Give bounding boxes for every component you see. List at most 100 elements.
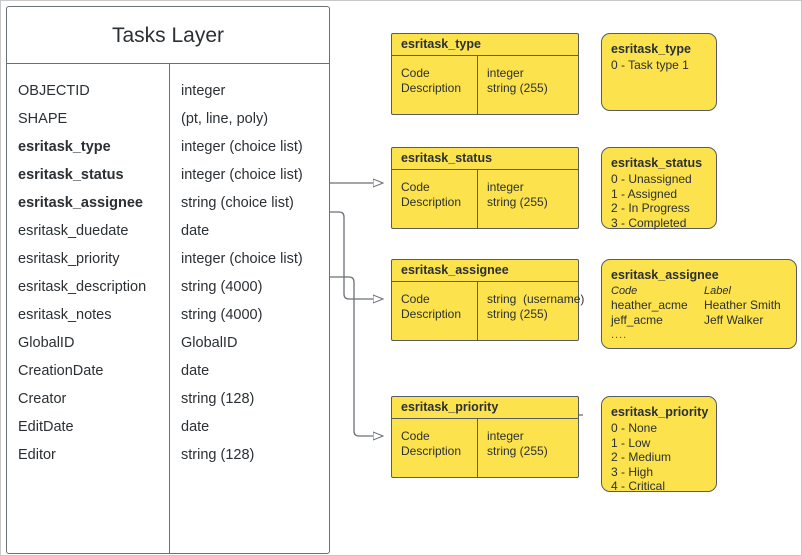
values-box-body: esritask_status 0 - Unassigned 1 - Assig… <box>602 148 716 230</box>
values-box-title: esritask_priority <box>611 405 709 419</box>
schema-col-types: integer string (255) <box>487 180 548 209</box>
field-name: EditDate <box>18 419 74 435</box>
values-box-line: 1 - Assigned <box>611 186 678 201</box>
field-list: OBJECTID integer SHAPE (pt, line, poly) … <box>7 77 329 469</box>
values-cell-label: Jeff Walker <box>704 313 764 327</box>
values-box-body: esritask_type 0 - Task type 1 <box>602 34 716 73</box>
field-name: esritask_type <box>18 139 111 155</box>
values-box-esritask-assignee: esritask_assignee Code Label heather_acme… <box>601 259 797 349</box>
connector-assignee <box>330 211 383 299</box>
table-row: Editor string (128) <box>7 441 329 469</box>
values-box-ellipsis: .... <box>611 329 628 341</box>
schema-box-divider <box>477 419 478 477</box>
entity-table-tasks-layer: Tasks Layer OBJECTID integer SHAPE (pt, … <box>6 6 330 554</box>
values-box-body: esritask_priority 0 - None 1 - Low 2 - M… <box>602 397 716 494</box>
field-type: GlobalID <box>181 335 238 351</box>
schema-box-title: esritask_type <box>392 34 578 56</box>
values-box-title: esritask_status <box>611 156 703 170</box>
table-row: SHAPE (pt, line, poly) <box>7 105 329 133</box>
values-box-esritask-priority: esritask_priority 0 - None 1 - Low 2 - M… <box>601 396 717 494</box>
values-box-line: 1 - Low <box>611 435 651 450</box>
schema-box-divider <box>477 282 478 340</box>
values-cell-label: Heather Smith <box>704 298 781 312</box>
field-name: Creator <box>18 391 67 407</box>
values-box-line: 3 - High <box>611 464 654 479</box>
field-name: CreationDate <box>18 363 104 379</box>
schema-col-names: Code Description <box>401 180 462 209</box>
schema-col-names: Code Description <box>401 429 462 458</box>
values-box-title: esritask_type <box>611 42 691 56</box>
schema-box-columns: Code Description integer string (255) <box>392 56 578 114</box>
table-row: CreationDate date <box>7 357 329 385</box>
values-col-header-label: Label <box>704 285 731 297</box>
field-type: string (choice list) <box>181 195 294 211</box>
schema-col-names: Code Description <box>401 292 462 321</box>
field-name: GlobalID <box>18 335 75 351</box>
field-name: esritask_notes <box>18 307 112 323</box>
values-box-line: 0 - Unassigned <box>611 172 692 186</box>
table-row: esritask_notes string (4000) <box>7 301 329 329</box>
values-cell-code: jeff_acme <box>611 313 663 327</box>
field-type: string (4000) <box>181 307 263 323</box>
schema-box-columns: Code Description integer string (255) <box>392 419 578 477</box>
table-row: esritask_assignee string (choice list) <box>7 189 329 217</box>
values-box-title: esritask_assignee <box>611 268 719 282</box>
field-name: esritask_assignee <box>18 195 143 211</box>
values-box-line: 2 - Medium <box>611 450 672 464</box>
table-row: esritask_duedate date <box>7 217 329 245</box>
field-type: date <box>181 363 210 379</box>
field-type: date <box>181 419 210 435</box>
page-title: Tasks Layer <box>7 7 329 64</box>
schema-box-title: esritask_assignee <box>392 260 578 282</box>
schema-box-esritask-assignee: esritask_assignee Code Description strin… <box>391 259 584 341</box>
table-row: esritask_priority integer (choice list) <box>7 245 329 273</box>
schema-box-esritask-priority: esritask_priority Code Description integ… <box>391 396 579 478</box>
values-box-line: 2 - In Progress <box>611 201 690 215</box>
values-box-row: heather_acme Heather Smith <box>611 298 787 313</box>
values-box-row: jeff_acme Jeff Walker <box>611 313 787 328</box>
table-row: esritask_description string (4000) <box>7 273 329 301</box>
schema-box-divider <box>477 56 478 114</box>
table-row: OBJECTID integer <box>7 77 329 105</box>
schema-box-divider <box>477 170 478 228</box>
field-type: string (4000) <box>181 279 263 295</box>
field-type: (pt, line, poly) <box>181 111 269 127</box>
values-box-body: esritask_assignee Code Label heather_acme… <box>602 260 796 343</box>
schema-box-esritask-type: esritask_type Code Description integer s… <box>391 33 579 115</box>
values-box-line: 0 - Task type 1 <box>611 58 689 72</box>
connector-priority <box>330 276 383 436</box>
field-name: esritask_status <box>18 167 124 183</box>
schema-box-title: esritask_status <box>392 148 578 170</box>
values-box-line: 0 - None <box>611 421 658 435</box>
field-type: integer (choice list) <box>181 139 303 155</box>
table-row: esritask_status integer (choice list) <box>7 161 329 189</box>
schema-box-columns: Code Description string (username) strin… <box>392 282 584 340</box>
values-box-esritask-status: esritask_status 0 - Unassigned 1 - Assig… <box>601 147 717 230</box>
field-name: esritask_priority <box>18 251 120 267</box>
schema-box-esritask-status: esritask_status Code Description integer… <box>391 147 579 229</box>
schema-col-types: string (username) string (255) <box>487 292 585 321</box>
values-col-header-code: Code <box>611 285 638 297</box>
field-name: SHAPE <box>18 111 68 127</box>
field-type: integer (choice list) <box>181 251 303 267</box>
values-cell-code: heather_acme <box>611 298 688 312</box>
entity-body: OBJECTID integer SHAPE (pt, line, poly) … <box>7 64 329 553</box>
table-row: esritask_type integer (choice list) <box>7 133 329 161</box>
field-name: esritask_description <box>18 279 147 295</box>
schema-box-title: esritask_priority <box>392 397 578 419</box>
table-row: GlobalID GlobalID <box>7 329 329 357</box>
values-box-line: 4 - Critical <box>611 479 666 493</box>
field-name: Editor <box>18 447 56 463</box>
field-type: string (128) <box>181 391 255 407</box>
field-name: esritask_duedate <box>18 223 129 239</box>
values-box-column-headers: Code Label <box>611 284 787 298</box>
schema-col-types: integer string (255) <box>487 66 548 95</box>
field-name: OBJECTID <box>18 83 90 99</box>
schema-box-columns: Code Description integer string (255) <box>392 170 578 228</box>
field-type: integer (choice list) <box>181 167 303 183</box>
field-type: date <box>181 223 210 239</box>
field-type: string (128) <box>181 447 255 463</box>
table-row: EditDate date <box>7 413 329 441</box>
field-type: integer <box>181 83 226 99</box>
